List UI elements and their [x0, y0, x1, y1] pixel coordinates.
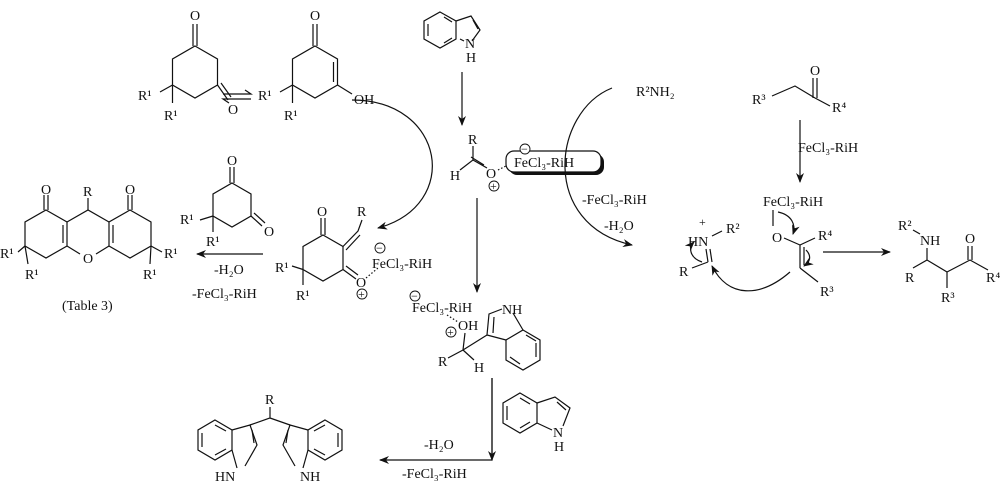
atom-label: R¹ — [206, 235, 220, 250]
positive-charge-icon: + — [447, 325, 454, 339]
dimedone-enol: O OH R¹ R¹ — [258, 9, 374, 124]
atom-label: R⁴ — [832, 101, 846, 116]
byproduct-label: -H₂O — [424, 438, 454, 453]
atom-label: R — [357, 205, 367, 220]
atom-label: R¹ — [25, 268, 39, 283]
atom-label: R — [438, 355, 448, 370]
atom-label: R¹ — [258, 89, 272, 104]
positive-charge-icon: + — [358, 287, 365, 301]
xanthenedione-product: O O R O R¹ R¹ R¹ R¹ (Table 3) — [0, 183, 178, 314]
atom-label: R — [468, 133, 478, 148]
curved-arrow — [711, 265, 791, 292]
ketone-reactant: R³ O R⁴ — [752, 64, 846, 116]
curved-arrow — [564, 87, 633, 247]
atom-label: H — [554, 440, 564, 455]
atom-label: R² — [726, 222, 740, 237]
atom-label: R — [905, 271, 915, 286]
atom-label: R¹ — [138, 89, 152, 104]
indole-reactant-top: N H — [423, 11, 481, 66]
negative-charge-icon: − — [411, 289, 418, 303]
catalyst-label: FeCl₃-RiH — [763, 195, 823, 210]
atom-label: N — [553, 426, 563, 441]
atom-label: R¹ — [164, 247, 178, 262]
atom-label: O — [228, 103, 238, 118]
atom-label: HN — [215, 470, 235, 485]
positive-charge-icon: + — [699, 215, 706, 229]
atom-label: O — [317, 205, 327, 220]
atom-label: O — [810, 64, 820, 79]
byproduct-label: -H₂O — [214, 263, 244, 278]
negative-charge-icon: − — [521, 142, 528, 156]
atom-label: R — [83, 185, 93, 200]
atom-label: O — [264, 225, 274, 240]
positive-charge-icon: + — [490, 179, 497, 193]
enol-complex: FeCl₃-RiH O R⁴ R³ — [763, 195, 834, 300]
atom-label: O — [83, 252, 93, 267]
byproduct-label: -FeCl₃-RiH — [582, 193, 647, 208]
byproduct-label: -H₂O — [604, 219, 634, 234]
curved-arrow — [777, 211, 800, 235]
negative-charge-icon: − — [376, 241, 383, 255]
atom-label: OH — [458, 319, 478, 334]
atom-label: R⁴ — [818, 229, 832, 244]
amine-reactant: R²NH₂ — [636, 85, 675, 100]
catalyst-label: FeCl₃-RiH — [514, 156, 574, 171]
atom-label: R³ — [820, 285, 834, 300]
dimedone-diketo: O O R¹ R¹ — [138, 9, 238, 124]
atom-label: N — [465, 37, 475, 52]
byproduct-label: -FeCl₃-RiH — [192, 287, 257, 302]
atom-label: R¹ — [284, 109, 298, 124]
equilibrium-arrows — [221, 89, 253, 104]
atom-label: H — [466, 51, 476, 66]
atom-label: NH — [502, 303, 522, 318]
atom-label: NH — [920, 234, 940, 249]
activated-aldehyde: R H O FeCl₃-RiH − + — [450, 133, 604, 193]
atom-label: O — [125, 183, 135, 198]
atom-label: R⁴ — [986, 271, 1000, 286]
atom-label: R¹ — [296, 289, 310, 304]
curved-arrow — [803, 249, 814, 267]
atom-label: NH — [300, 470, 320, 485]
iminium-ion: + HN R² R — [679, 215, 740, 280]
byproduct-label: -FeCl₃-RiH — [402, 467, 467, 482]
atom-label: O — [965, 232, 975, 247]
atom-label: O — [41, 183, 51, 198]
catalyst-label: FeCl₃-RiH — [798, 141, 858, 156]
atom-label: R — [679, 265, 689, 280]
atom-label: O — [356, 276, 366, 291]
atom-label: R¹ — [164, 109, 178, 124]
atom-label: O — [772, 231, 782, 246]
catalyst-box — [505, 150, 602, 173]
mannich-product: R² NH R R³ O R⁴ — [898, 219, 1000, 306]
atom-label: R¹ — [143, 268, 157, 283]
atom-label: R³ — [941, 291, 955, 306]
atom-label: O — [227, 154, 237, 169]
atom-label: R¹ — [275, 261, 289, 276]
table-reference: (Table 3) — [62, 299, 113, 314]
curved-arrow — [351, 99, 433, 230]
indolyl-carbinol-intermediate: − FeCl₃-RiH OH + R H NH — [409, 289, 541, 376]
indole-reactant-second: N H — [502, 392, 571, 455]
atom-label: R¹ — [180, 213, 194, 228]
atom-label: O — [310, 9, 320, 24]
atom-label: R³ — [752, 93, 766, 108]
atom-label: R — [265, 393, 275, 408]
atom-label: H — [450, 169, 460, 184]
bis-indolylmethane-product: R HN NH — [197, 393, 343, 485]
dimedone-second-equivalent: O O R¹ R¹ — [180, 154, 274, 250]
atom-label: H — [474, 361, 484, 376]
atom-label: R¹ — [0, 247, 14, 262]
atom-label: O — [190, 9, 200, 24]
knoevenagel-adduct: O R O + − FeCl₃-RiH R¹ R¹ — [275, 205, 432, 304]
atom-label: O — [486, 167, 496, 182]
catalyst-label: FeCl₃-RiH — [412, 301, 472, 316]
curved-arrow — [684, 241, 703, 263]
catalyst-label: FeCl₃-RiH — [372, 257, 432, 272]
atom-label: R² — [898, 219, 912, 234]
